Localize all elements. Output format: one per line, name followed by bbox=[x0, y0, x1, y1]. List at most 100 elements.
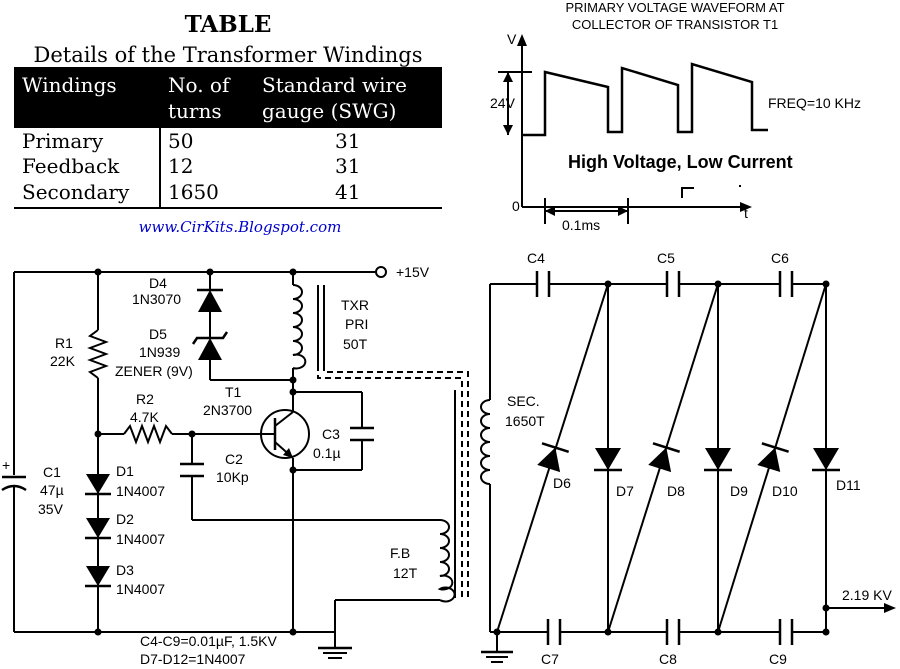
d8-diode bbox=[648, 442, 681, 473]
feedback-coil bbox=[437, 519, 456, 603]
headline-text: High Voltage, Low Current bbox=[568, 152, 793, 172]
c7-label: C7 bbox=[541, 651, 559, 667]
c1-value: 47µ bbox=[40, 482, 64, 498]
table-cell: Secondary bbox=[22, 180, 130, 204]
waveform-trace bbox=[522, 62, 768, 137]
d9-label: D9 bbox=[730, 483, 748, 499]
r1-value: 22K bbox=[50, 353, 76, 369]
supply-label: +15V bbox=[396, 264, 430, 280]
d9-diode bbox=[704, 448, 732, 472]
d5-part: 1N939 bbox=[139, 344, 180, 360]
c5-capacitor bbox=[665, 270, 681, 298]
r1-resistor bbox=[87, 329, 109, 379]
c8-label: C8 bbox=[659, 651, 677, 667]
table-cell: 12 bbox=[168, 154, 193, 178]
d2-diode bbox=[85, 518, 111, 540]
d6-diode bbox=[537, 442, 570, 473]
d4-diode bbox=[197, 288, 223, 338]
table-cell: Primary bbox=[22, 129, 104, 153]
secondary-coil bbox=[480, 284, 491, 632]
table-header-swg-1: Standard wire bbox=[262, 73, 407, 97]
waveform-title-2: COLLECTOR OF TRANSISTOR T1 bbox=[572, 17, 778, 32]
output-voltage: 2.19 KV bbox=[842, 587, 892, 603]
c6-label: C6 bbox=[771, 250, 789, 266]
junction-dot bbox=[289, 466, 297, 474]
junction-dot bbox=[289, 628, 297, 636]
table-cell: 41 bbox=[335, 180, 360, 204]
table-cell: 31 bbox=[335, 154, 360, 178]
txr-label-3: 50T bbox=[343, 336, 368, 352]
plus-icon: + bbox=[2, 457, 10, 473]
d10-label: D10 bbox=[772, 483, 798, 499]
c6-capacitor bbox=[778, 270, 794, 298]
ground-icon bbox=[481, 650, 513, 663]
c7-capacitor bbox=[546, 618, 562, 646]
period-arrow-left-icon bbox=[545, 206, 555, 216]
t1-name: T1 bbox=[225, 384, 242, 400]
txr-label-2: PRI bbox=[345, 316, 368, 332]
c2-capacitor bbox=[180, 462, 204, 478]
r2-name: R2 bbox=[136, 391, 154, 407]
x-axis-label: t bbox=[744, 205, 748, 221]
period-arrow-right-icon bbox=[618, 206, 628, 216]
amp-arrow-down-icon bbox=[503, 125, 513, 135]
winding-table: TABLE Details of the Transformer Winding… bbox=[14, 11, 442, 209]
c2-value: 10Kp bbox=[216, 469, 249, 485]
table-cell: Feedback bbox=[22, 154, 120, 178]
d5-name: D5 bbox=[149, 326, 167, 342]
r2-value: 4.7K bbox=[130, 409, 159, 425]
table-cell: 1650 bbox=[168, 180, 219, 204]
c9-capacitor bbox=[778, 618, 794, 646]
table-header-windings: Windings bbox=[22, 73, 117, 97]
note-capacitors: C4-C9=0.01µF, 1.5KV bbox=[140, 633, 278, 649]
output-arrow-icon bbox=[884, 603, 896, 613]
c1-name: C1 bbox=[43, 464, 61, 480]
amplitude-label: 24V bbox=[490, 95, 516, 111]
d7-diode bbox=[594, 448, 622, 472]
c3-name: C3 bbox=[322, 426, 340, 442]
fb-label-1: F.B bbox=[390, 545, 410, 561]
d11-label: D11 bbox=[836, 477, 861, 493]
d4-name: D4 bbox=[149, 275, 167, 291]
table-header-turns-1: No. of bbox=[168, 73, 231, 97]
junction-dot bbox=[289, 376, 297, 384]
c4-label: C4 bbox=[527, 250, 545, 266]
note-diodes: D7-D12=1N4007 bbox=[140, 651, 246, 667]
d7-label: D7 bbox=[616, 483, 634, 499]
c3-capacitor bbox=[350, 426, 374, 442]
sec-label-1: SEC. bbox=[507, 393, 540, 409]
junction-dot bbox=[94, 628, 102, 636]
fb-label-2: 12T bbox=[393, 565, 418, 581]
txr-label-1: TXR bbox=[341, 297, 369, 313]
y-axis-arrow-icon bbox=[517, 34, 527, 46]
table-cell: 31 bbox=[335, 129, 360, 153]
origin-label: 0 bbox=[512, 198, 520, 214]
c5-label: C5 bbox=[657, 250, 675, 266]
d6-label: D6 bbox=[553, 475, 571, 491]
sec-label-2: 1650T bbox=[505, 413, 545, 429]
y-axis-label: V bbox=[507, 31, 517, 47]
d1-diode bbox=[85, 474, 111, 496]
c2-name: C2 bbox=[225, 451, 243, 467]
d3-diode bbox=[85, 566, 111, 588]
t1-part: 2N3700 bbox=[203, 402, 252, 418]
x-axis-arrow-icon bbox=[740, 202, 752, 212]
table-header-turns-2: turns bbox=[168, 99, 222, 123]
transformer-core-link bbox=[317, 365, 469, 598]
supply-terminal[interactable] bbox=[375, 266, 387, 278]
website-link[interactable]: www.CirKits.Blogspot.com bbox=[139, 218, 342, 236]
d1-part: 1N4007 bbox=[116, 483, 165, 499]
period-label: 0.1ms bbox=[562, 217, 600, 233]
waveform-fragment bbox=[681, 187, 694, 198]
table-subtitle: Details of the Transformer Windings bbox=[33, 43, 422, 67]
d5-note: ZENER (9V) bbox=[115, 363, 193, 379]
c8-capacitor bbox=[665, 618, 681, 646]
d4-part: 1N3070 bbox=[132, 291, 181, 307]
t1-transistor bbox=[260, 409, 310, 459]
table-title: TABLE bbox=[185, 11, 272, 38]
d2-part: 1N4007 bbox=[116, 531, 165, 547]
table-header-swg-2: gauge (SWG) bbox=[262, 99, 396, 123]
d8-label: D8 bbox=[667, 483, 685, 499]
r2-resistor bbox=[123, 423, 173, 445]
